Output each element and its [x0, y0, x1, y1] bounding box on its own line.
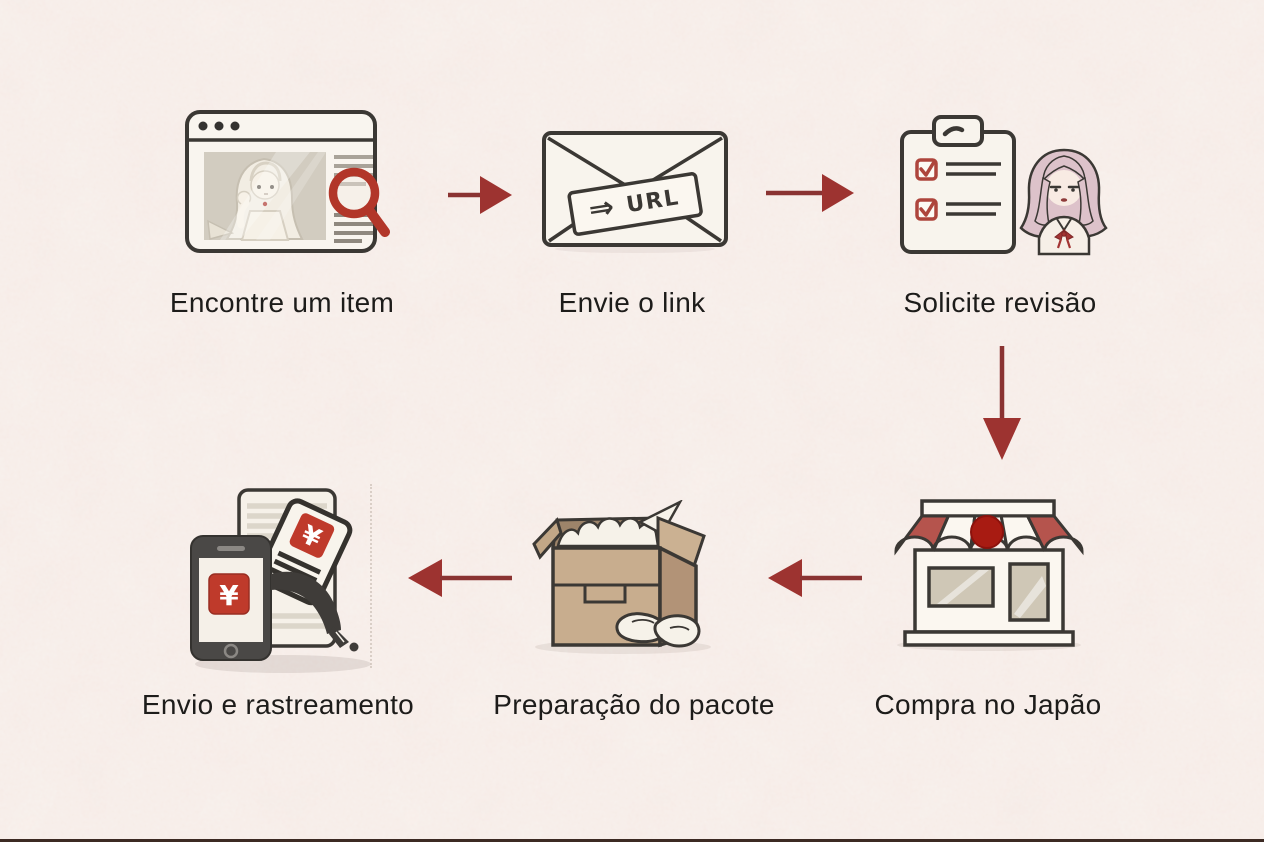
image-asset-dotted-edge — [370, 484, 372, 668]
bubble-wrap-pouch — [615, 612, 701, 648]
step-label-ship-track: Envio e rastreamento — [141, 689, 415, 720]
pen-icon — [271, 571, 359, 652]
envelope-url-illustration: ⇒ URL — [542, 131, 728, 253]
japan-flag-icon — [970, 515, 1004, 549]
shop-door — [1008, 562, 1050, 622]
step-label-request-review: Solicite revisão — [903, 287, 1097, 318]
packing-box-illustration — [532, 500, 711, 654]
checklist-reviewer-illustration — [900, 115, 1108, 256]
bottom-border-bar — [0, 839, 1264, 842]
smartphone-icon: ¥ — [190, 535, 272, 661]
yen-symbol: ¥ — [219, 579, 239, 612]
japan-store-illustration — [894, 499, 1084, 651]
browser-window-icon — [185, 110, 377, 253]
flow-arrow-left-icon — [408, 559, 512, 597]
reviewer-avatar — [1019, 148, 1108, 256]
url-arrow-glyph: ⇒ — [586, 190, 616, 229]
yen-badge-icon — [208, 573, 250, 615]
phone-invoice-illustration: ¥ ¥ — [190, 488, 371, 673]
magnifier-icon — [328, 167, 390, 237]
flow-arrow-right-icon — [766, 174, 854, 212]
browser-search-illustration — [185, 110, 390, 253]
clipboard-icon — [900, 115, 1016, 254]
flow-arrow-left-icon — [768, 559, 862, 597]
step-label-purchase-japan: Compra no Japão — [874, 689, 1102, 720]
yen-badge-icon — [289, 513, 335, 558]
step-label-find-item: Encontre um item — [169, 287, 395, 318]
shop-window — [927, 566, 995, 608]
checkbox-icon — [915, 198, 938, 221]
flow-arrow-down-icon — [983, 346, 1021, 460]
ribbon-bow — [1054, 228, 1074, 241]
flow-arrow-right-icon — [448, 176, 512, 214]
step-label-package-prep: Preparação do pacote — [493, 689, 775, 720]
storefront-icon — [894, 499, 1084, 647]
step-label-send-link: Envie o link — [558, 287, 706, 318]
checkbox-icon — [915, 158, 938, 181]
url-tag: ⇒ URL — [567, 172, 703, 236]
product-photo — [204, 152, 326, 241]
